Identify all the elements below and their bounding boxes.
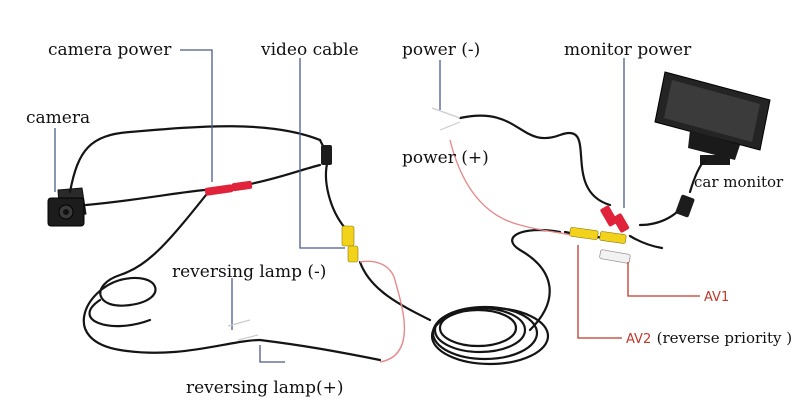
av2-label: AV2 — [626, 332, 652, 347]
yellow-plug-av2 — [569, 227, 627, 244]
car-monitor-label: car monitor — [694, 173, 784, 191]
red-plug-monitor-power — [600, 205, 630, 233]
video-cable-label: video cable — [261, 40, 359, 60]
power-negative-label: power (-) — [402, 40, 481, 60]
leader-lines — [54, 49, 625, 363]
power-wire-ends — [227, 107, 461, 341]
reversing-lamp-positive-label: reversing lamp(+) — [186, 378, 344, 398]
yellow-plug-video — [341, 225, 359, 263]
video-cable-connector — [321, 145, 332, 165]
car-monitor-device — [654, 71, 771, 165]
monitor-power-label: monitor power — [564, 40, 692, 60]
black-cables — [68, 114, 707, 366]
av2-note: (reverse priority ) — [656, 329, 793, 347]
av2-label-group: AV2 (reverse priority ) — [626, 328, 792, 350]
monitor-connector — [675, 194, 695, 218]
red-wires — [359, 139, 571, 363]
av1-label: AV1 — [704, 290, 730, 305]
camera-power-label: camera power — [48, 40, 172, 60]
reversing-lamp-negative-label: reversing lamp (-) — [172, 262, 327, 282]
camera-label: camera — [26, 108, 91, 128]
camera-device — [47, 187, 87, 227]
av-leader-lines — [577, 245, 700, 339]
red-plug-camera-power — [204, 180, 253, 196]
white-plug-av1 — [599, 249, 631, 264]
power-positive-label: power (+) — [402, 148, 489, 168]
